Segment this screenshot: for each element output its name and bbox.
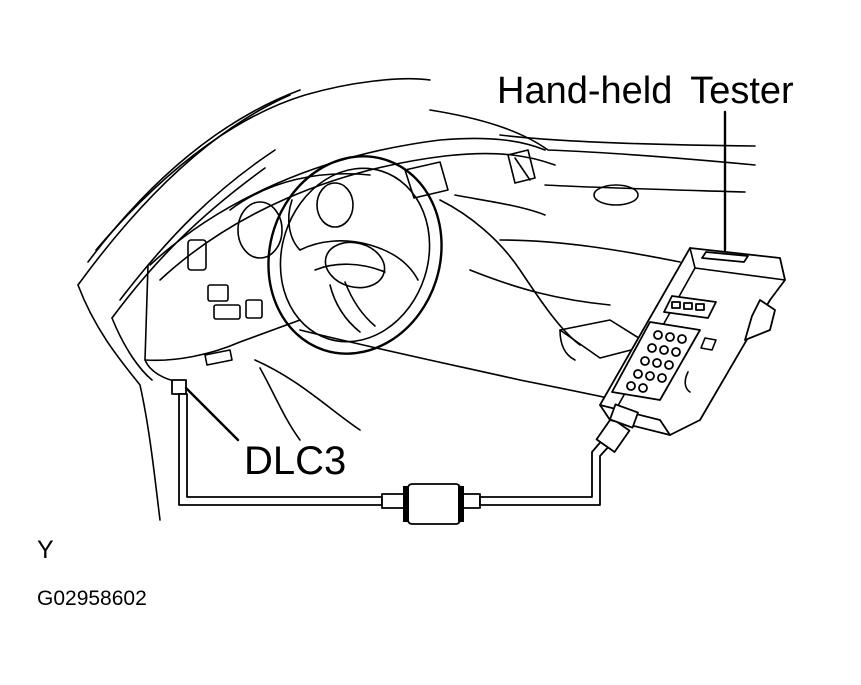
figure-code: G02958602 [37,587,147,610]
tester-label: Hand-held Tester [497,70,794,112]
dlc3-connector [171,379,240,442]
hand-held-tester [599,110,786,436]
mark-label: Y [37,536,54,564]
keypad-keys [626,330,687,393]
steering-wheel [267,155,443,355]
dlc3-label: DLC3 [244,439,347,483]
tester-cable [178,393,631,525]
dlc3-leader-line [184,386,240,442]
